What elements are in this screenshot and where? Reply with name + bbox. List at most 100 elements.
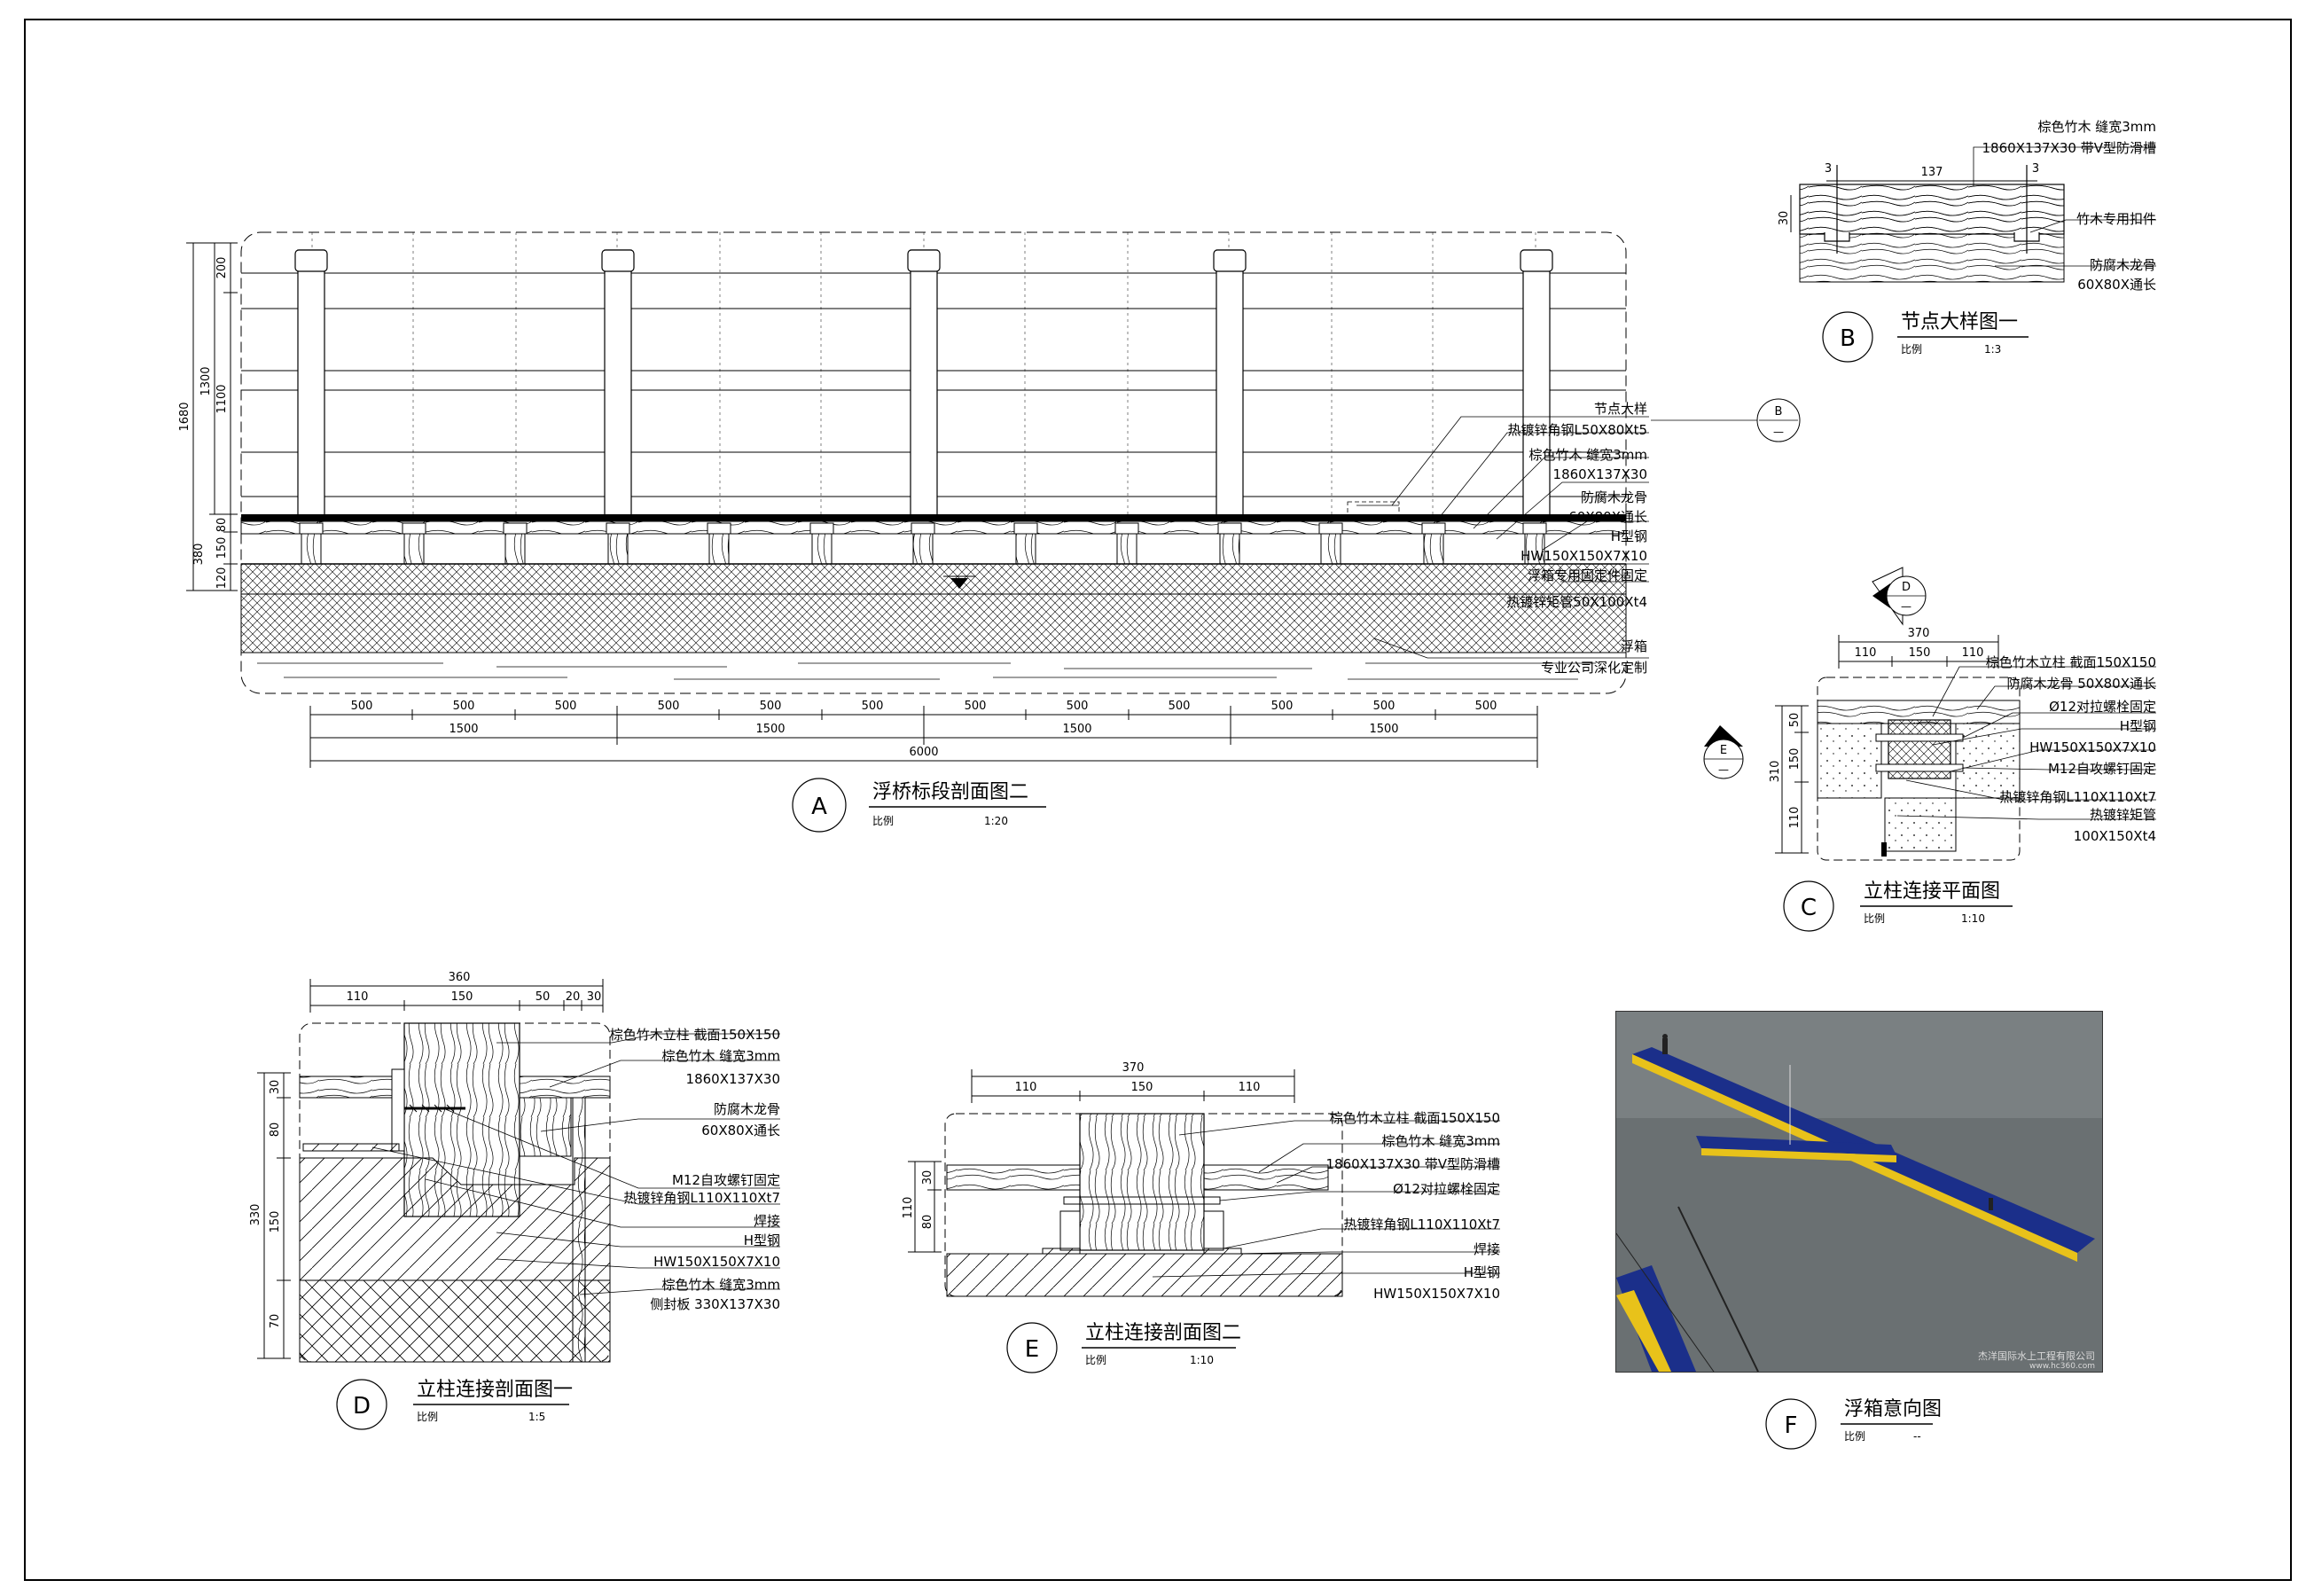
view-d-section: 360 110 150 50 20 30 30 80 330 150 70 棕色… [249,971,780,1363]
d-dim-top: 50 [536,990,551,1004]
d-dim-top: 30 [587,990,602,1004]
c-callout: H型钢 [2120,718,2156,734]
b-dim-3a: 3 [1825,162,1832,176]
view-b-title: B 节点大样图一 比例 1:3 [1822,311,2029,363]
pontoon-photo-illustration: 杰洋国际水上工程有限公司 www.hc360.com [1616,1012,2102,1372]
d-callout: 棕色竹木 缝宽3mm [661,1277,780,1293]
c-dim-left: 50 [1788,713,1802,728]
f-scale: -- [1913,1430,1921,1443]
a-title: 浮桥标段剖面图二 [872,781,1028,803]
view-c-title: C 立柱连接平面图 比例 1:10 [1783,880,2013,932]
d-dim-left: 150 [269,1211,282,1233]
a-dim-cap: 200 [215,257,229,279]
c-callout: 热镀锌角钢L110X110Xt7 [1999,789,2156,805]
b-letter: B [1840,325,1856,352]
e-dim-left: 110 [902,1197,915,1219]
d-callout: 1860X137X30 [686,1071,780,1087]
e-letter: E [1025,1336,1039,1363]
f-scale-label: 比例 [1844,1430,1865,1443]
a-callout: 节点大样 [1594,401,1647,417]
c-title: 立柱连接平面图 [1864,880,2000,903]
a-letter: A [811,794,827,820]
b-callout: 棕色竹木 缝宽3mm [2037,119,2156,135]
c-callout: 热镀锌矩管 [2090,807,2156,823]
b-title: 节点大样图一 [1901,311,2018,333]
d-dim-left: 70 [269,1314,282,1329]
a-dim-bottom: 500 [658,700,680,713]
a-callout: 60X80X通长 [1568,509,1647,525]
c-scale: 1:10 [1961,912,1985,925]
d-dim-left: 80 [269,1123,282,1138]
pontoon-reference-photo: 杰洋国际水上工程有限公司 www.hc360.com [1615,1011,2103,1373]
d-callout: 侧封板 330X137X30 [650,1296,780,1312]
e-callout: HW150X150X7X10 [1373,1286,1500,1302]
a-dim-bottom: 500 [1067,700,1089,713]
b-scale-label: 比例 [1901,343,1922,356]
d-dim-total: 360 [449,971,471,984]
c-scale-label: 比例 [1864,912,1885,925]
a-dim-bottom: 500 [555,700,577,713]
photo-watermark-url: www.hc360.com [2029,1362,2095,1371]
view-d-title: D 立柱连接剖面图一 比例 1:5 [336,1379,573,1430]
b-callout: 1860X137X30 带V型防滑槽 [1982,140,2156,156]
a-dim-120: 120 [215,567,229,590]
a-callout: 1860X137X30 [1553,466,1647,482]
d-dim-top: 110 [347,990,369,1004]
view-e-title: E 立柱连接剖面图二 比例 1:10 [1006,1322,1241,1373]
e-dim-total: 370 [1122,1061,1145,1075]
a-ref-dash: — [1773,426,1784,438]
b-dim-137: 137 [1921,166,1943,179]
c-ref-d: D [1902,581,1911,594]
c-callout: Ø12对拉螺栓固定 [2049,699,2156,715]
a-callout: 棕色竹木 缝宽3mm [1528,447,1647,463]
c-callout: HW150X150X7X10 [2029,739,2156,755]
e-dim-top: 110 [1239,1081,1261,1094]
a-dim-mid: 1500 [1369,723,1398,736]
d-callout: 60X80X通长 [701,1123,780,1138]
sheet-border [24,19,2292,1581]
c-callout: 100X150Xt4 [2074,828,2156,844]
e-callout: 1860X137X30 带V型防滑槽 [1326,1156,1500,1172]
a-scale-label: 比例 [872,815,894,827]
c-callout: 棕色竹木立柱 截面150X150 [1986,654,2156,670]
d-title: 立柱连接剖面图一 [417,1379,573,1401]
f-title: 浮箱意向图 [1844,1398,1942,1420]
e-dim-left: 30 [921,1170,934,1185]
d-callout: M12自攻螺钉固定 [672,1172,780,1188]
c-dim-top: 110 [1962,646,1984,660]
d-dim-top: 20 [566,990,581,1004]
e-callout: 棕色竹木立柱 截面150X150 [1330,1110,1500,1126]
c-dim-total: 370 [1908,627,1930,640]
a-dim-mid: 1500 [1062,723,1091,736]
c-callout: 防腐木龙骨 50X80X通长 [2007,676,2157,692]
d-callout: 热镀锌角钢L110X110Xt7 [623,1190,780,1206]
e-callout: 热镀锌角钢L110X110Xt7 [1343,1217,1500,1232]
e-scale: 1:10 [1190,1354,1214,1366]
a-callout: 浮箱 [1621,638,1647,654]
a-dim-80: 80 [215,518,229,533]
c-callout: M12自攻螺钉固定 [2048,761,2156,777]
a-dim-bottom: 500 [1373,700,1395,713]
a-callout: 专业公司深化定制 [1541,660,1647,676]
a-dim-bottom: 500 [862,700,884,713]
e-callout: 棕色竹木 缝宽3mm [1381,1133,1500,1149]
c-ref-d-dash: — [1901,600,1911,613]
c-letter: C [1801,895,1817,921]
e-callout: H型钢 [1464,1264,1500,1280]
d-callout: H型钢 [744,1232,780,1248]
f-letter: F [1785,1412,1798,1439]
d-callout: 焊接 [754,1213,780,1229]
view-e-section: 370 110 150 110 30 110 80 棕色竹木立柱 截面150X1… [902,1061,1500,1302]
a-callout: 热镀锌矩管50X100Xt4 [1506,594,1647,610]
a-dim-bottom: 500 [760,700,782,713]
a-dim-bottom: 500 [965,700,987,713]
a-dim-total-h: 1680 [178,402,192,431]
b-dim-3b: 3 [2032,162,2039,176]
a-callout: 热镀锌角钢L50X80Xt5 [1507,422,1647,438]
d-callout: 棕色竹木立柱 截面150X150 [610,1027,780,1043]
view-c-plan: 370 110 150 110 310 50 150 110 D — E — [1703,567,2157,861]
c-dim-top: 110 [1855,646,1877,660]
d-letter: D [353,1393,371,1420]
b-scale: 1:3 [1984,343,2001,356]
